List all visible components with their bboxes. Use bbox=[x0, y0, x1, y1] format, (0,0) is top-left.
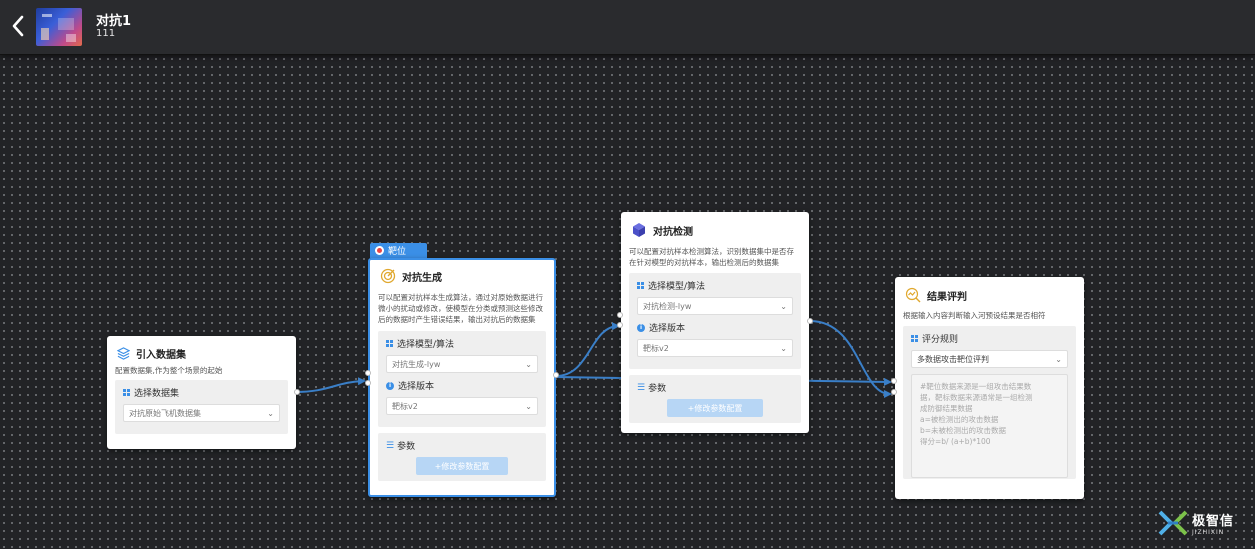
edit-params-button[interactable]: +修改参数配置 bbox=[667, 399, 763, 417]
node-description: 可以配置对抗样本检测算法，识别数据集中是否存在针对模型的对抗样本，输出检测后的数… bbox=[629, 247, 794, 267]
cube-icon bbox=[633, 223, 645, 237]
select-value: 靶标v2 bbox=[643, 343, 669, 353]
field-label: 选择模型/算法 bbox=[648, 282, 706, 292]
input-port[interactable] bbox=[617, 312, 623, 318]
edit-params-button[interactable]: +修改参数配置 bbox=[416, 457, 508, 475]
input-port[interactable] bbox=[891, 389, 897, 395]
input-port[interactable] bbox=[365, 370, 371, 376]
rule-panel: 评分规则 多数据攻击靶位评判 ⌄ #靶位数据来源是一组攻击结果数 据，靶标数据来… bbox=[903, 326, 1076, 479]
grid-icon bbox=[123, 389, 130, 396]
model-panel: 选择模型/算法 对抗生成-lyw ⌄ i 选择版本 靶标v2 ⌄ bbox=[378, 331, 546, 427]
select-value: 对抗原始飞机数据集 bbox=[129, 408, 201, 418]
model-select[interactable]: 对抗检测-lyw ⌄ bbox=[637, 297, 793, 315]
target-dot-icon bbox=[375, 246, 384, 255]
node-title: 引入数据集 bbox=[136, 350, 186, 361]
params-panel: ☰ 参数 +修改参数配置 bbox=[378, 433, 546, 481]
dataset-panel: 选择数据集 对抗原始飞机数据集 ⌄ bbox=[115, 380, 288, 434]
node-title: 对抗检测 bbox=[653, 226, 693, 238]
select-value: 靶标v2 bbox=[392, 401, 418, 411]
chevron-down-icon: ⌄ bbox=[267, 408, 274, 418]
node-title: 对抗生成 bbox=[402, 272, 442, 284]
node-evaluation[interactable]: 结果评判 根据输入内容判断输入河预设结果是否相符 评分规则 多数据攻击靶位评判 … bbox=[891, 277, 1084, 499]
node-detection[interactable]: 对抗检测 可以配置对抗样本检测算法，识别数据集中是否存在针对模型的对抗样本，输出… bbox=[617, 212, 813, 433]
x-logo-icon bbox=[1158, 510, 1188, 536]
target-icon bbox=[380, 268, 396, 284]
chevron-down-icon: ⌄ bbox=[525, 359, 532, 369]
node-generation[interactable]: 对抗生成 可以配置对抗样本生成算法，通过对原始数据进行微小的扰动或修改，使模型在… bbox=[365, 258, 559, 497]
field-label: 参数 bbox=[397, 442, 416, 452]
dataset-select[interactable]: 对抗原始飞机数据集 ⌄ bbox=[123, 404, 280, 422]
chevron-down-icon: ⌄ bbox=[780, 301, 787, 311]
select-value: 对抗检测-lyw bbox=[643, 301, 692, 311]
layers-icon bbox=[117, 347, 130, 360]
back-button[interactable] bbox=[8, 12, 28, 40]
input-port[interactable] bbox=[365, 380, 371, 386]
info-icon: i bbox=[637, 323, 645, 332]
page-subtitle: 111 bbox=[96, 28, 116, 39]
node-description: 根据输入内容判断输入河预设结果是否相符 bbox=[903, 311, 1046, 320]
chevron-down-icon: ⌄ bbox=[525, 401, 532, 411]
field-label: 选择模型/算法 bbox=[397, 340, 455, 350]
output-port[interactable] bbox=[807, 318, 813, 324]
params-panel: ☰ 参数 +修改参数配置 bbox=[629, 375, 801, 423]
version-select[interactable]: 靶标v2 ⌄ bbox=[637, 339, 793, 357]
output-port[interactable] bbox=[553, 372, 559, 378]
page-title: 对抗1 bbox=[96, 14, 132, 29]
node-title: 结果评判 bbox=[927, 291, 967, 303]
project-thumbnail bbox=[36, 8, 82, 46]
grid-icon bbox=[911, 335, 918, 342]
field-label: 参数 bbox=[648, 384, 667, 394]
chevron-down-icon: ⌄ bbox=[1055, 354, 1062, 364]
target-tag: 靶位 bbox=[370, 243, 427, 258]
output-port[interactable] bbox=[294, 389, 300, 395]
node-description: 可以配置对抗样本生成算法，通过对原始数据进行微小的扰动或修改，使模型在分类或预测… bbox=[378, 293, 543, 324]
field-label: 选择版本 bbox=[649, 324, 686, 334]
grid-icon bbox=[386, 340, 393, 347]
top-bar: 对抗1 111 bbox=[0, 0, 1255, 55]
grid-icon bbox=[637, 282, 644, 289]
brand-name: 极智信 bbox=[1192, 514, 1235, 529]
rule-textarea[interactable]: #靶位数据来源是一组攻击结果数 据，靶标数据来源通常是一组检测 成防御结果数据 … bbox=[911, 374, 1068, 478]
field-label: 评分规则 bbox=[922, 335, 959, 345]
field-label: 选择数据集 bbox=[134, 389, 180, 399]
chart-search-icon bbox=[905, 287, 921, 303]
chevron-down-icon: ⌄ bbox=[780, 343, 787, 353]
tag-label: 靶位 bbox=[388, 247, 407, 257]
version-select[interactable]: 靶标v2 ⌄ bbox=[386, 397, 538, 415]
settings-sliders-icon: ☰ bbox=[637, 382, 646, 393]
node-description: 配置数据集,作为整个场景的起始 bbox=[115, 366, 223, 375]
field-label: 选择版本 bbox=[398, 382, 435, 392]
info-icon: i bbox=[386, 381, 394, 390]
input-port[interactable] bbox=[891, 378, 897, 384]
chevron-left-icon bbox=[12, 15, 24, 37]
node-dataset[interactable]: 引入数据集 配置数据集,作为整个场景的起始 选择数据集 对抗原始飞机数据集 ⌄ bbox=[107, 336, 300, 449]
brand-name-en: JIZHIXIN bbox=[1192, 529, 1225, 536]
rule-select[interactable]: 多数据攻击靶位评判 ⌄ bbox=[911, 350, 1068, 368]
select-value: 对抗生成-lyw bbox=[392, 359, 441, 369]
model-select[interactable]: 对抗生成-lyw ⌄ bbox=[386, 355, 538, 373]
select-value: 多数据攻击靶位评判 bbox=[917, 354, 989, 364]
model-panel: 选择模型/算法 对抗检测-lyw ⌄ i 选择版本 靶标v2 ⌄ bbox=[629, 273, 801, 369]
settings-sliders-icon: ☰ bbox=[386, 440, 395, 451]
brand-logo: 极智信 JIZHIXIN bbox=[1158, 510, 1234, 536]
input-port[interactable] bbox=[617, 322, 623, 328]
